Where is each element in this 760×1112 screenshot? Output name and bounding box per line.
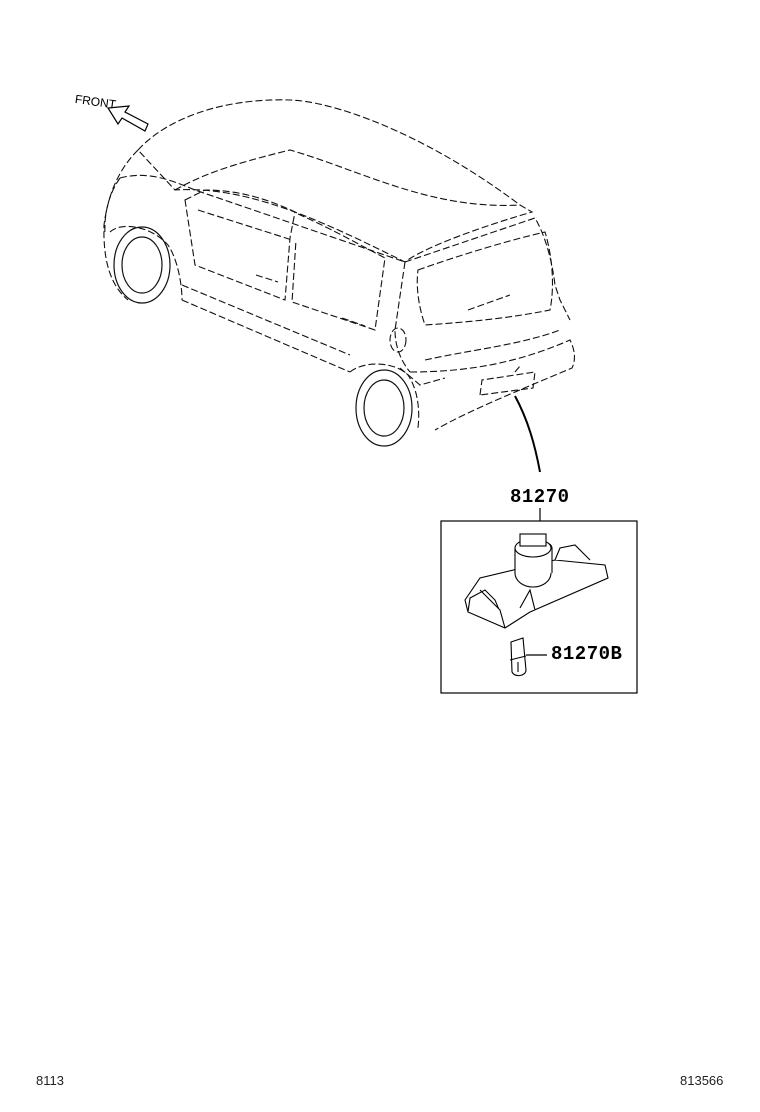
license-plate-lamp-icon	[464, 533, 609, 629]
part-callout-box	[440, 520, 638, 694]
rear-wheel	[355, 369, 413, 447]
footer-left-code: 8113	[36, 1073, 64, 1088]
front-wheel	[113, 226, 171, 304]
part-number-81270b[interactable]: 81270B	[551, 643, 623, 665]
part-number-81270[interactable]: 81270	[510, 486, 570, 508]
leader-line	[514, 395, 541, 473]
front-arrow-icon	[106, 105, 149, 132]
footer-right-code: 813566	[680, 1073, 724, 1088]
vehicle-outline	[103, 99, 575, 431]
bulb-icon	[509, 637, 527, 677]
